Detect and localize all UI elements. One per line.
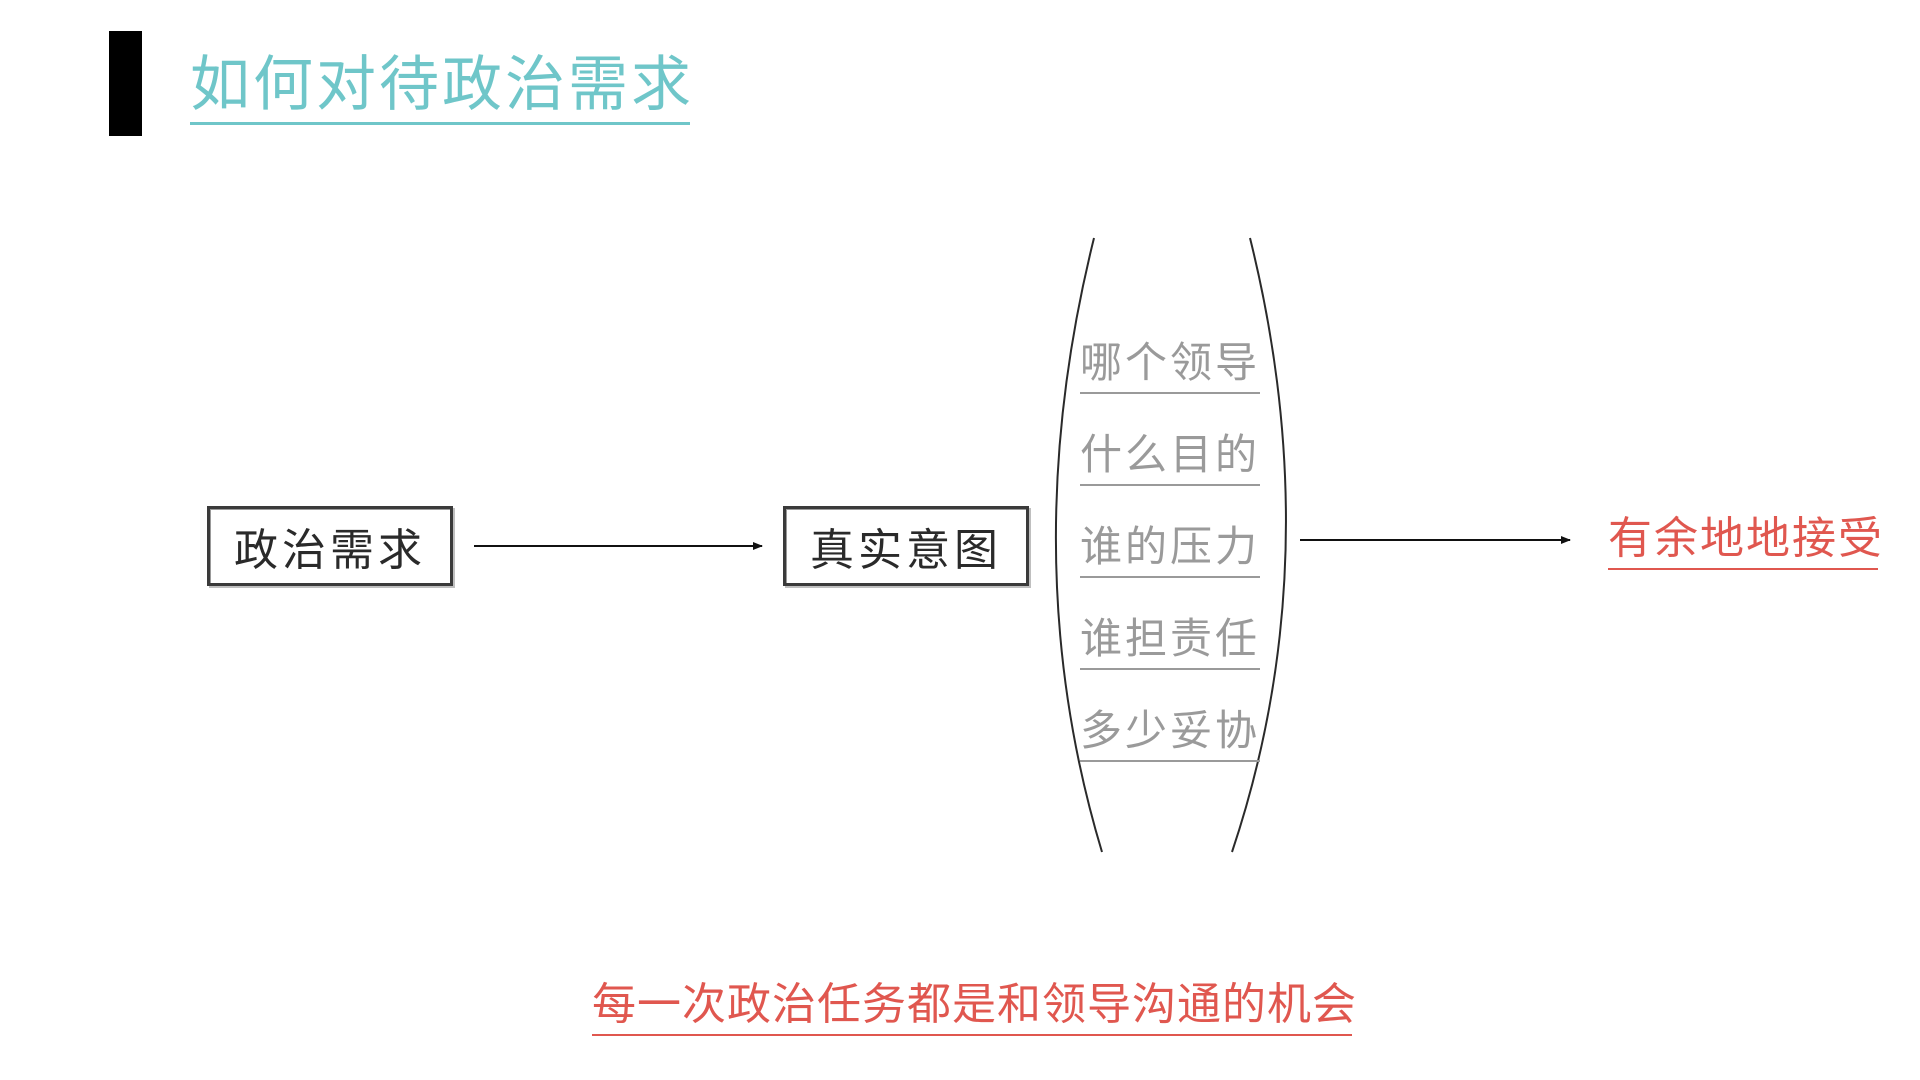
factor-item-which-leader: 哪个领导 [1080, 334, 1260, 394]
page-title: 如何对待政治需求 [190, 50, 694, 120]
footer-takeaway: 每一次政治任务都是和领导沟通的机会 [592, 974, 1356, 1036]
lens-right-arc [1231, 237, 1287, 853]
step-true-intent-label: 真实意图 [810, 525, 1002, 576]
step-political-demand-label: 政治需求 [234, 525, 426, 576]
title-accent-bar [109, 31, 142, 136]
factor-item-responsibility: 谁担责任 [1080, 610, 1260, 670]
factor-item-purpose: 什么目的 [1080, 426, 1260, 486]
lens-left-arc [1054, 237, 1103, 853]
factor-item-pressure: 谁的压力 [1080, 518, 1260, 578]
step-political-demand-box: 政治需求 [207, 506, 453, 586]
title-underline [190, 122, 690, 125]
factor-item-compromise: 多少妥协 [1080, 702, 1260, 762]
result-accept-with-room: 有余地地接受 [1608, 508, 1882, 570]
step-true-intent-box: 真实意图 [783, 506, 1029, 586]
